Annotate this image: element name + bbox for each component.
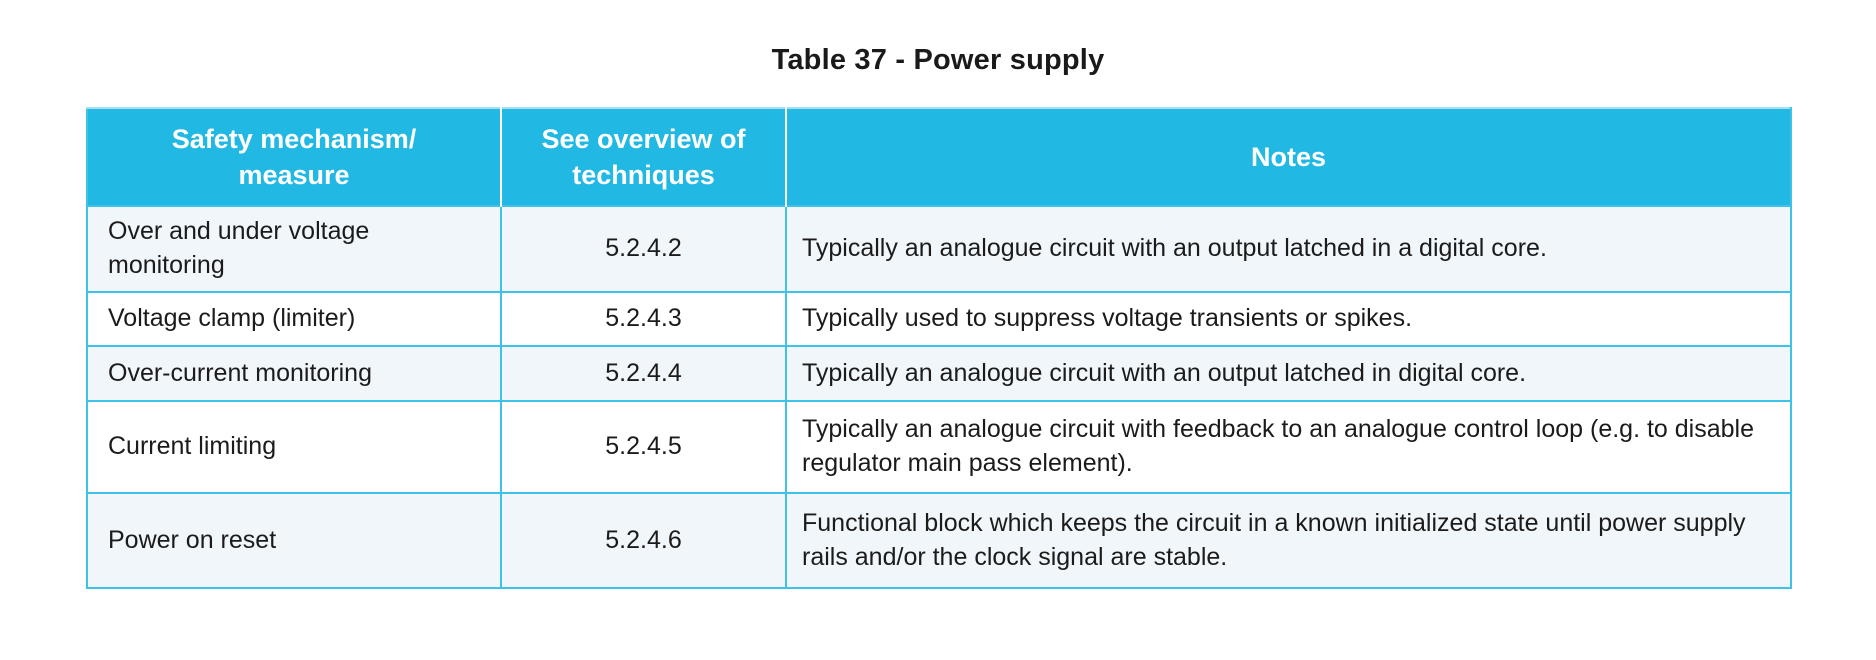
header-notes: Notes [785, 107, 1792, 206]
cell-notes: Functional block which keeps the circuit… [785, 492, 1792, 589]
table-row-current-limiting: Current limiting 5.2.4.5 Typically an an… [86, 400, 1792, 494]
cell-notes: Typically an analogue circuit with an ou… [785, 345, 1792, 402]
table-row-voltage-clamp: Voltage clamp (limiter) 5.2.4.3 Typicall… [86, 291, 1792, 347]
header-see-overview: See overview of techniques [500, 107, 787, 206]
table-row-over-under-voltage: Over and under voltage monitoring 5.2.4.… [86, 205, 1792, 293]
cell-technique: 5.2.4.3 [500, 291, 787, 347]
cell-notes: Typically an analogue circuit with feedb… [785, 400, 1792, 494]
cell-mechanism: Power on reset [86, 492, 502, 589]
header-row: Safety mechanism/ measure See overview o… [86, 107, 1792, 206]
table-row-power-on-reset: Power on reset 5.2.4.6 Functional block … [86, 492, 1792, 589]
cell-technique: 5.2.4.4 [500, 345, 787, 402]
table-row-over-current: Over-current monitoring 5.2.4.4 Typicall… [86, 345, 1792, 402]
power-supply-table: Safety mechanism/ measure See overview o… [86, 107, 1792, 589]
cell-mechanism: Current limiting [86, 400, 502, 494]
header-safety-mechanism: Safety mechanism/ measure [86, 107, 502, 206]
table-caption: Table 37 - Power supply [771, 44, 1105, 76]
cell-notes: Typically an analogue circuit with an ou… [785, 205, 1792, 293]
cell-mechanism: Over-current monitoring [86, 345, 502, 402]
cell-mechanism: Over and under voltage monitoring [86, 205, 502, 293]
cell-notes: Typically used to suppress voltage trans… [785, 291, 1792, 347]
cell-mechanism: Voltage clamp (limiter) [86, 291, 502, 347]
cell-technique: 5.2.4.5 [500, 400, 787, 494]
cell-technique: 5.2.4.2 [500, 205, 787, 293]
cell-technique: 5.2.4.6 [500, 492, 787, 589]
